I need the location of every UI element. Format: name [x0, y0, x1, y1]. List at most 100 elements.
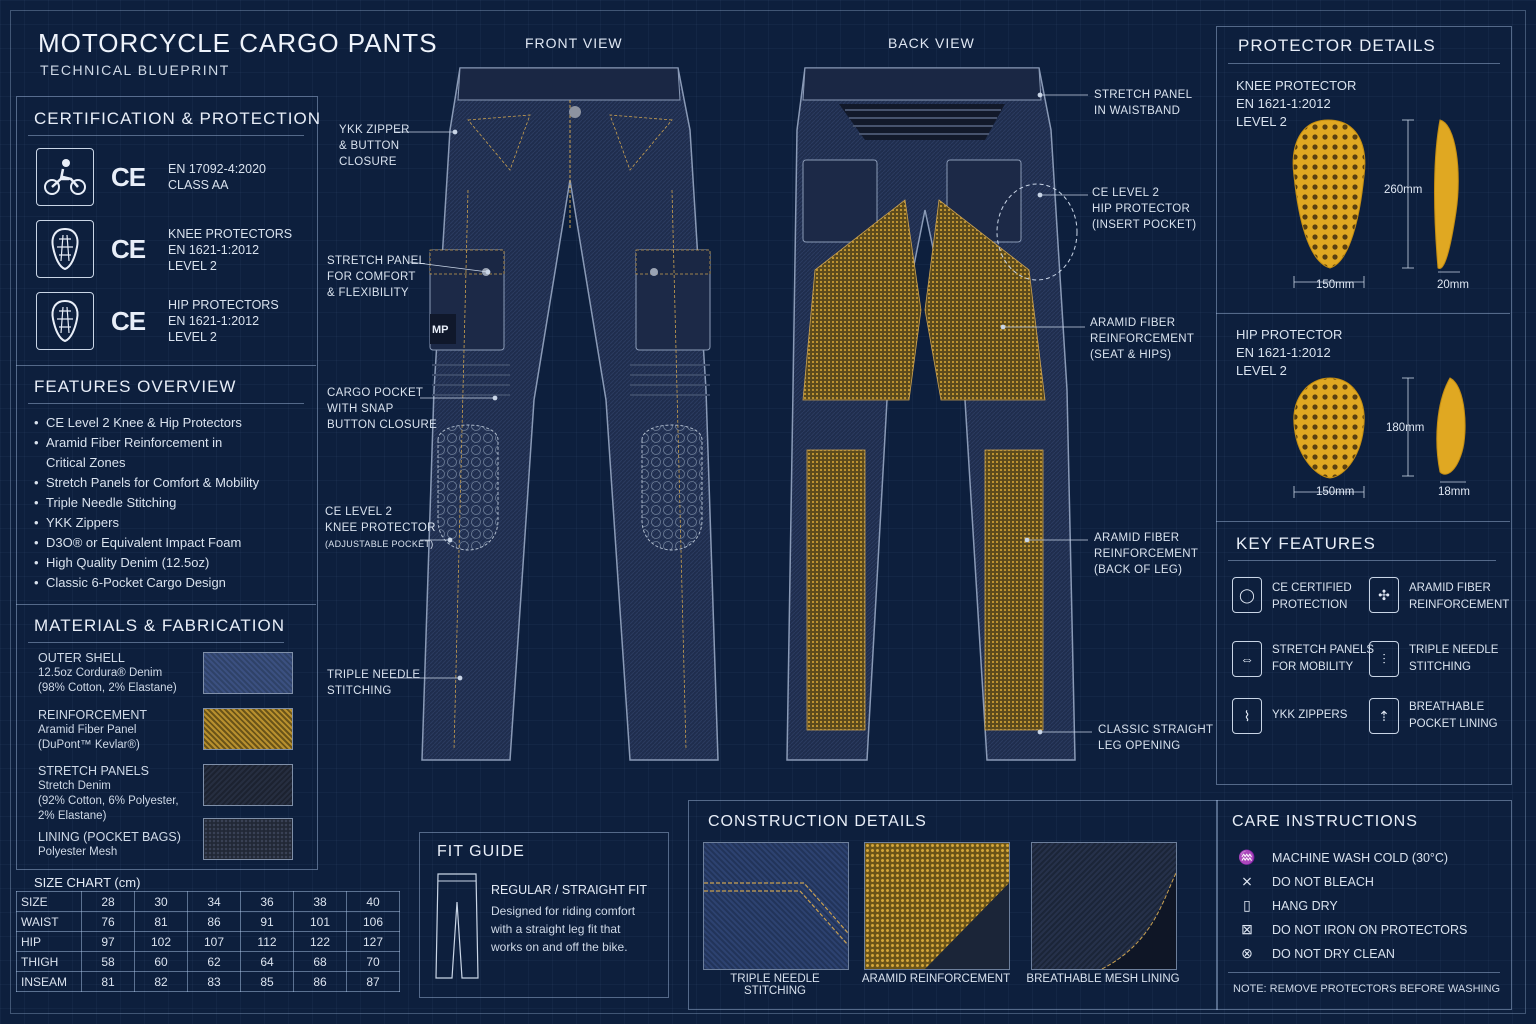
spec-line: KNEE PROTECTOR: [1236, 78, 1357, 93]
cert-line: EN 1621-1:2012: [168, 314, 260, 328]
feature-item: Triple Needle Stitching: [34, 493, 300, 513]
denim-swatch: [203, 652, 293, 694]
cert-hip: HIP PROTECTORS EN 1621-1:2012 LEVEL 2: [168, 297, 279, 345]
kf-line: FOR MOBILITY: [1272, 661, 1354, 673]
feature-item: CE Level 2 Knee & Hip Protectors: [34, 413, 300, 433]
no-dry-clean-icon: ⊗: [1241, 945, 1253, 961]
mesh-photo: [1031, 842, 1177, 970]
ce-mark: CE: [111, 234, 146, 264]
caption-stitching: TRIPLE NEEDLE STITCHING: [730, 973, 820, 997]
divider: [1216, 313, 1510, 314]
cell: 107: [187, 931, 241, 952]
label-line: REINFORCEMENT: [1090, 333, 1195, 345]
label-line: & FLEXIBILITY: [327, 287, 409, 299]
spec-line: LEVEL 2: [1236, 363, 1287, 378]
label-line: HIP PROTECTOR: [1092, 203, 1191, 215]
cert-line: EN 1621-1:2012: [168, 243, 260, 257]
front-view-title: FRONT VIEW: [525, 35, 623, 51]
protector-details-title: PROTECTOR DETAILS: [1238, 36, 1436, 55]
feature-item: High Quality Denim (12.5oz): [34, 553, 300, 573]
aramid-swatch: [203, 708, 293, 750]
material-desc: (98% Cotton, 2% Elastane): [38, 682, 177, 694]
feature-item: Classic 6-Pocket Cargo Design: [34, 573, 300, 593]
construction-title: CONSTRUCTION DETAILS: [708, 813, 927, 830]
wash-icon: ♒: [1238, 849, 1256, 865]
fit-pants-icon: [435, 873, 479, 979]
label-waistband: STRETCH PANEL IN WAISTBAND: [1094, 87, 1192, 119]
label-line: CLASSIC STRAIGHT: [1098, 724, 1214, 736]
care-dry: HANG DRY: [1272, 899, 1338, 913]
material-desc: Polyester Mesh: [38, 846, 118, 858]
label-line: ARAMID FIBER: [1094, 532, 1180, 544]
ce-mark: CE: [111, 162, 146, 192]
fiber-icon: ✣: [1369, 577, 1399, 613]
spec-line: EN 1621-1:2012: [1236, 345, 1331, 360]
knee-width-dim: 150mm: [1316, 279, 1355, 291]
no-bleach-icon: ⨯: [1241, 873, 1253, 889]
materials-title: MATERIALS & FABRICATION: [34, 616, 285, 635]
left-column: [16, 96, 318, 870]
label-line: STRETCH PANEL: [327, 255, 426, 267]
cert-line: LEVEL 2: [168, 330, 217, 344]
caption-mesh: BREATHABLE MESH LINING: [1026, 973, 1180, 985]
label-line: TRIPLE NEEDLE: [327, 669, 421, 681]
feature-item: Aramid Fiber Reinforcement in Critical Z…: [34, 433, 246, 473]
hip-width-dim: 150mm: [1316, 486, 1355, 498]
key-feature-ykk: YKK ZIPPERS: [1272, 707, 1347, 724]
material-name: REINFORCEMENT: [38, 708, 148, 722]
spec-line: LEVEL 2: [1236, 114, 1287, 129]
kf-line: BREATHABLE: [1409, 701, 1485, 713]
kf-line: ARAMID FIBER: [1409, 582, 1491, 594]
material-desc: (92% Cotton, 6% Polyester,: [38, 795, 179, 807]
hip-protector-image: [1293, 377, 1466, 498]
hip-height-dim: 180mm: [1386, 422, 1425, 434]
material-lining: LINING (POCKET BAGS) Polyester Mesh: [38, 830, 181, 860]
label-line: & BUTTON: [339, 140, 400, 152]
fit-guide-title: FIT GUIDE: [437, 843, 525, 860]
kf-line: TRIPLE NEEDLE: [1409, 644, 1499, 656]
fit-description: Designed for riding comfort with a strai…: [491, 902, 635, 956]
ce-mark: CE: [111, 306, 146, 336]
breathable-icon: ⇡: [1369, 698, 1399, 734]
cell: 87: [346, 971, 400, 992]
material-desc: Stretch Denim: [38, 780, 111, 792]
cell: 101: [293, 911, 347, 932]
stitching-photo: [703, 842, 849, 970]
material-name: LINING (POCKET BAGS): [38, 830, 181, 844]
material-name: STRETCH PANELS: [38, 764, 149, 778]
needle-icon: ⫶: [1369, 641, 1399, 677]
cert-standard: EN 17092-4:2020 CLASS AA: [168, 161, 266, 193]
material-reinforcement: REINFORCEMENT Aramid Fiber Panel (DuPont…: [38, 708, 147, 753]
label-line: (INSERT POCKET): [1092, 219, 1197, 231]
cert-knee: KNEE PROTECTORS EN 1621-1:2012 LEVEL 2: [168, 226, 292, 274]
no-iron-icon: ⊠: [1241, 921, 1253, 937]
knee-depth-dim: 20mm: [1437, 279, 1469, 291]
material-desc: 12.5oz Cordura® Denim: [38, 667, 163, 679]
label-line: (BACK OF LEG): [1094, 564, 1183, 576]
key-features-title: KEY FEATURES: [1236, 534, 1376, 553]
hip-protector-icon: [36, 292, 94, 350]
divider: [1216, 521, 1510, 522]
cell: 70: [346, 951, 400, 972]
kf-line: POCKET LINING: [1409, 718, 1498, 730]
fit-line: Designed for riding comfort: [491, 904, 636, 918]
label-line: STRETCH PANEL: [1094, 89, 1193, 101]
care-panel: [1216, 800, 1512, 1010]
cell: 60: [134, 951, 188, 972]
label-line: IN WAISTBAND: [1094, 105, 1181, 117]
mesh-swatch: [203, 818, 293, 860]
label-line: BUTTON CLOSURE: [327, 419, 438, 431]
material-desc: 2% Elastane): [38, 810, 107, 822]
stretch-swatch: [203, 764, 293, 806]
protector-panel: [1216, 26, 1512, 785]
feature-item: YKK Zippers: [34, 513, 300, 533]
material-stretch: STRETCH PANELS Stretch Denim (92% Cotton…: [38, 764, 179, 824]
